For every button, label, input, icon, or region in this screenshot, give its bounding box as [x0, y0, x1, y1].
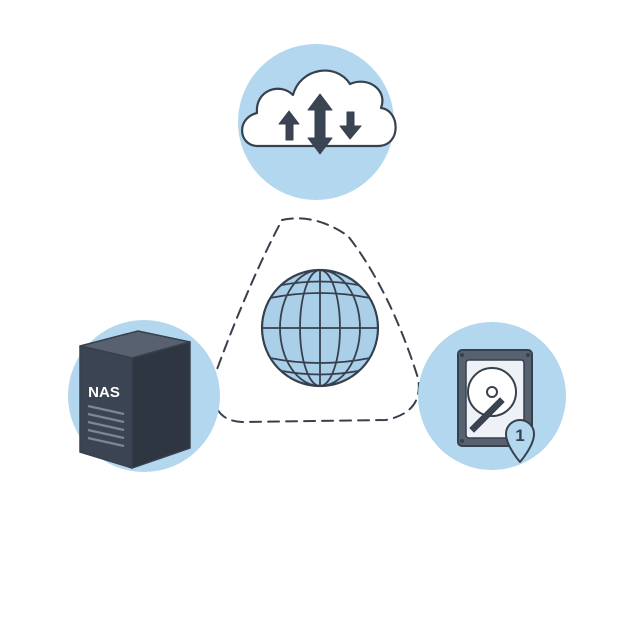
nas-node[interactable]: NAS: [68, 320, 220, 472]
globe-icon: [260, 268, 380, 388]
nas-server-icon: [79, 330, 191, 469]
nas-label: NAS: [88, 384, 120, 401]
hard-drive-icon: [457, 349, 533, 447]
location-pin-icon: [505, 419, 535, 463]
drive-node[interactable]: 1: [418, 322, 566, 470]
dashed-connection-loop: [212, 217, 420, 424]
drive-badge-number: 1: [515, 426, 524, 445]
internet-node[interactable]: [260, 268, 380, 388]
cloud-node[interactable]: [238, 44, 397, 200]
cloud-sync-icon: [241, 69, 397, 155]
